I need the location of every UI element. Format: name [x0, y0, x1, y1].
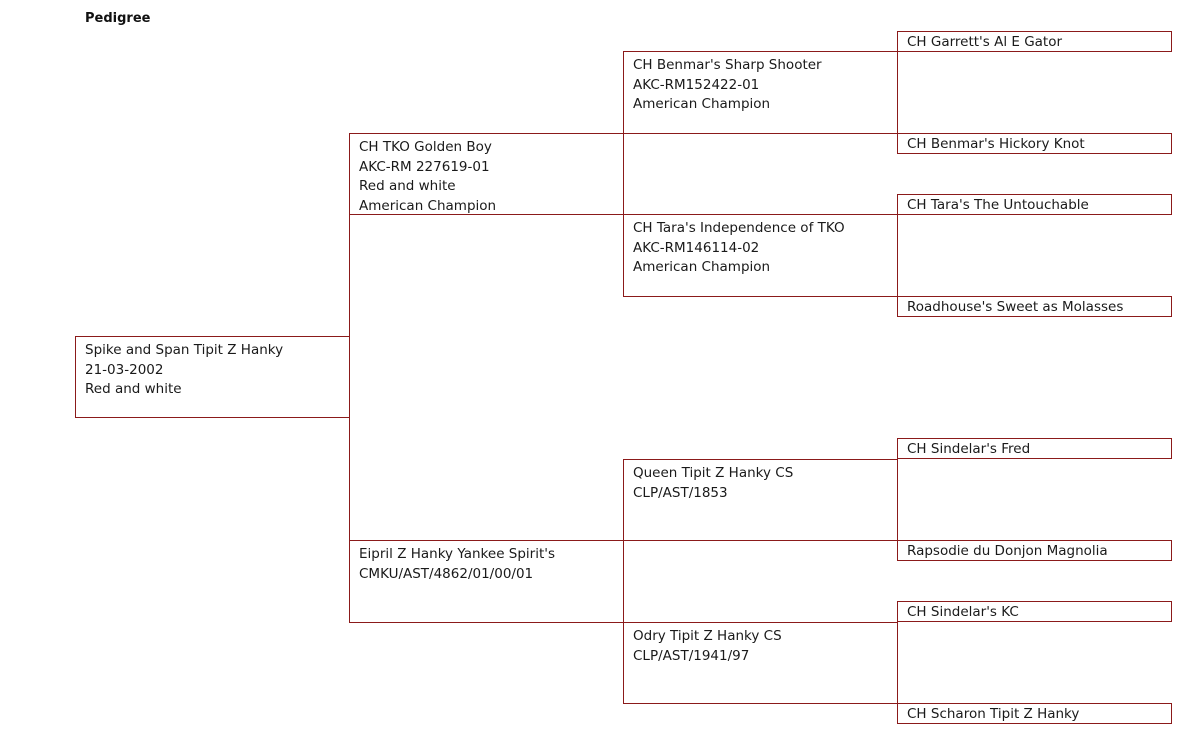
dog-name: Rapsodie du Donjon Magnolia [907, 543, 1108, 559]
dog-name: Spike and Span Tipit Z Hanky [85, 342, 284, 358]
dog-gen3-6[interactable]: Rapsodie du Donjon Magnolia [897, 540, 1172, 561]
dog-dam-sire[interactable]: Queen Tipit Z Hanky CS CLP/AST/1853 [623, 459, 898, 541]
dog-title: American Champion [359, 197, 497, 214]
dog-gen3-7[interactable]: CH Sindelar's KC [897, 601, 1172, 622]
dog-color: Red and white [85, 381, 182, 398]
dog-sire-dam[interactable]: CH Tara's Independence of TKO AKC-RM1461… [623, 214, 898, 297]
dog-birthdate: 21-03-2002 [85, 361, 164, 378]
dog-registration: CMKU/AST/4862/01/00/01 [359, 565, 534, 582]
dog-gen3-1[interactable]: CH Garrett's Al E Gator [897, 31, 1172, 52]
dog-title: American Champion [633, 259, 771, 276]
dog-name: Odry Tipit Z Hanky CS [633, 628, 782, 644]
dog-registration: CLP/AST/1941/97 [633, 647, 750, 664]
dog-gen3-3[interactable]: CH Tara's The Untouchable [897, 194, 1172, 215]
dog-registration: CLP/AST/1853 [633, 484, 728, 501]
page-title: Pedigree [85, 11, 151, 26]
dog-name: CH Garrett's Al E Gator [907, 34, 1063, 50]
dog-gen3-4[interactable]: Roadhouse's Sweet as Molasses [897, 296, 1172, 317]
dog-registration: AKC-RM152422-01 [633, 76, 760, 93]
dog-dam[interactable]: Eipril Z Hanky Yankee Spirit's CMKU/AST/… [349, 540, 624, 623]
dog-subject[interactable]: Spike and Span Tipit Z Hanky 21-03-2002 … [75, 336, 350, 418]
dog-name: Roadhouse's Sweet as Molasses [907, 299, 1124, 315]
dog-color: Red and white [359, 178, 456, 195]
dog-title: American Champion [633, 96, 771, 113]
dog-sire-sire[interactable]: CH Benmar's Sharp Shooter AKC-RM152422-0… [623, 51, 898, 134]
dog-gen3-2[interactable]: CH Benmar's Hickory Knot [897, 133, 1172, 154]
dog-name: CH TKO Golden Boy [359, 139, 492, 155]
dog-name: Queen Tipit Z Hanky CS [633, 465, 794, 481]
dog-name: CH Sindelar's KC [907, 604, 1019, 620]
dog-name: Eipril Z Hanky Yankee Spirit's [359, 546, 556, 562]
dog-name: CH Sindelar's Fred [907, 441, 1031, 457]
dog-name: CH Benmar's Sharp Shooter [633, 57, 822, 73]
dog-sire[interactable]: CH TKO Golden Boy AKC-RM 227619-01 Red a… [349, 133, 624, 215]
dog-name: CH Benmar's Hickory Knot [907, 136, 1085, 152]
dog-name: CH Tara's The Untouchable [907, 197, 1089, 213]
dog-dam-dam[interactable]: Odry Tipit Z Hanky CS CLP/AST/1941/97 [623, 622, 898, 704]
dog-name: CH Tara's Independence of TKO [633, 220, 845, 236]
dog-name: CH Scharon Tipit Z Hanky [907, 706, 1080, 722]
dog-gen3-8[interactable]: CH Scharon Tipit Z Hanky [897, 703, 1172, 724]
dog-registration: AKC-RM146114-02 [633, 239, 760, 256]
dog-gen3-5[interactable]: CH Sindelar's Fred [897, 438, 1172, 459]
dog-registration: AKC-RM 227619-01 [359, 158, 490, 175]
